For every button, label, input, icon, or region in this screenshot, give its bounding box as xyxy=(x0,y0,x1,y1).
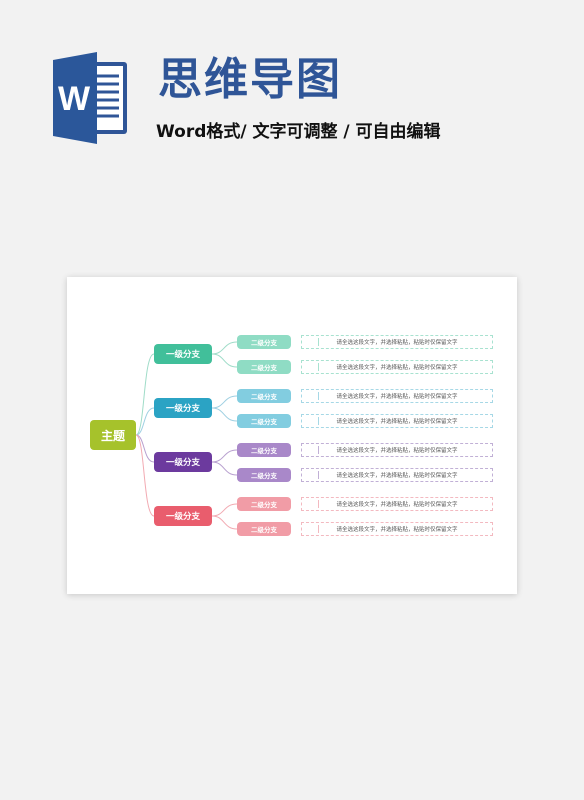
text-box-content: 请全选这段文字，并选择粘贴，粘贴时仅保留文字 xyxy=(336,527,458,533)
level1-branch-2[interactable]: 一级分支 xyxy=(154,398,212,418)
text-box-content: 请全选这段文字，并选择粘贴，粘贴时仅保留文字 xyxy=(336,419,458,425)
text-box-divider xyxy=(318,500,319,508)
text-box-content: 请全选这段文字，并选择粘贴，粘贴时仅保留文字 xyxy=(336,502,458,508)
word-logo-icon: W xyxy=(53,52,127,144)
text-box-3-2[interactable]: 请全选这段文字，并选择粘贴，粘贴时仅保留文字 xyxy=(301,468,493,482)
text-box-4-2[interactable]: 请全选这段文字，并选择粘贴，粘贴时仅保留文字 xyxy=(301,522,493,536)
page-subtitle: Word格式/ 文字可调整 / 可自由编辑 xyxy=(156,122,441,142)
level2-branch-3-1[interactable]: 二级分支 xyxy=(237,443,291,457)
level1-branch-4[interactable]: 一级分支 xyxy=(154,506,212,526)
text-box-3-1[interactable]: 请全选这段文字，并选择粘贴，粘贴时仅保留文字 xyxy=(301,443,493,457)
text-box-divider xyxy=(318,338,319,346)
text-box-content: 请全选这段文字，并选择粘贴，粘贴时仅保留文字 xyxy=(336,473,458,479)
text-box-divider xyxy=(318,363,319,371)
level2-branch-2-2[interactable]: 二级分支 xyxy=(237,414,291,428)
text-box-content: 请全选这段文字，并选择粘贴，粘贴时仅保留文字 xyxy=(336,365,458,371)
text-box-content: 请全选这段文字，并选择粘贴，粘贴时仅保留文字 xyxy=(336,394,458,400)
word-logo-letter: W xyxy=(58,80,91,118)
text-box-1-2[interactable]: 请全选这段文字，并选择粘贴，粘贴时仅保留文字 xyxy=(301,360,493,374)
text-box-content: 请全选这段文字，并选择粘贴，粘贴时仅保留文字 xyxy=(336,340,458,346)
text-box-2-2[interactable]: 请全选这段文字，并选择粘贴，粘贴时仅保留文字 xyxy=(301,414,493,428)
text-box-divider xyxy=(318,417,319,425)
level1-branch-1[interactable]: 一级分支 xyxy=(154,344,212,364)
text-box-divider xyxy=(318,525,319,533)
level2-branch-1-2[interactable]: 二级分支 xyxy=(237,360,291,374)
text-box-divider xyxy=(318,446,319,454)
level2-branch-1-1[interactable]: 二级分支 xyxy=(237,335,291,349)
text-box-1-1[interactable]: 请全选这段文字，并选择粘贴，粘贴时仅保留文字 xyxy=(301,335,493,349)
mindmap-card: 主题 一级分支 二级分支 请全选这段文字，并选择粘贴，粘贴时仅保留文字 二级分支… xyxy=(67,277,517,594)
text-box-divider xyxy=(318,392,319,400)
page-title: 思维导图 xyxy=(158,54,342,105)
text-box-2-1[interactable]: 请全选这段文字，并选择粘贴，粘贴时仅保留文字 xyxy=(301,389,493,403)
mindmap-root[interactable]: 主题 xyxy=(90,420,136,450)
text-box-4-1[interactable]: 请全选这段文字，并选择粘贴，粘贴时仅保留文字 xyxy=(301,497,493,511)
level2-branch-4-2[interactable]: 二级分支 xyxy=(237,522,291,536)
text-box-content: 请全选这段文字，并选择粘贴，粘贴时仅保留文字 xyxy=(336,448,458,454)
level1-branch-3[interactable]: 一级分支 xyxy=(154,452,212,472)
text-box-divider xyxy=(318,471,319,479)
level2-branch-4-1[interactable]: 二级分支 xyxy=(237,497,291,511)
level2-branch-2-1[interactable]: 二级分支 xyxy=(237,389,291,403)
level2-branch-3-2[interactable]: 二级分支 xyxy=(237,468,291,482)
mindmap-connectors xyxy=(135,341,238,530)
